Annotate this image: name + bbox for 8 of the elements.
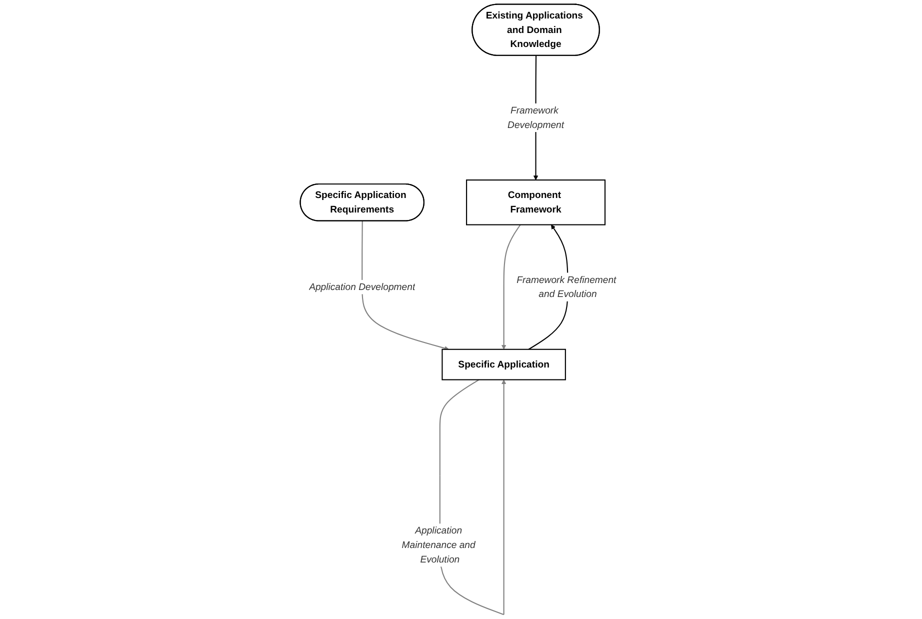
- edge-label: Application Development: [309, 281, 416, 292]
- edge-label: Application Maintenance and Evolution: [402, 525, 476, 565]
- arrow: [502, 224, 522, 350]
- edge-label: Framework Refinement and Evolution: [516, 274, 617, 300]
- arrow: [362, 221, 450, 350]
- node-box: Specific Application: [442, 348, 566, 380]
- edge-label: Framework Development: [508, 104, 564, 130]
- node-box: Component Framework: [466, 179, 606, 226]
